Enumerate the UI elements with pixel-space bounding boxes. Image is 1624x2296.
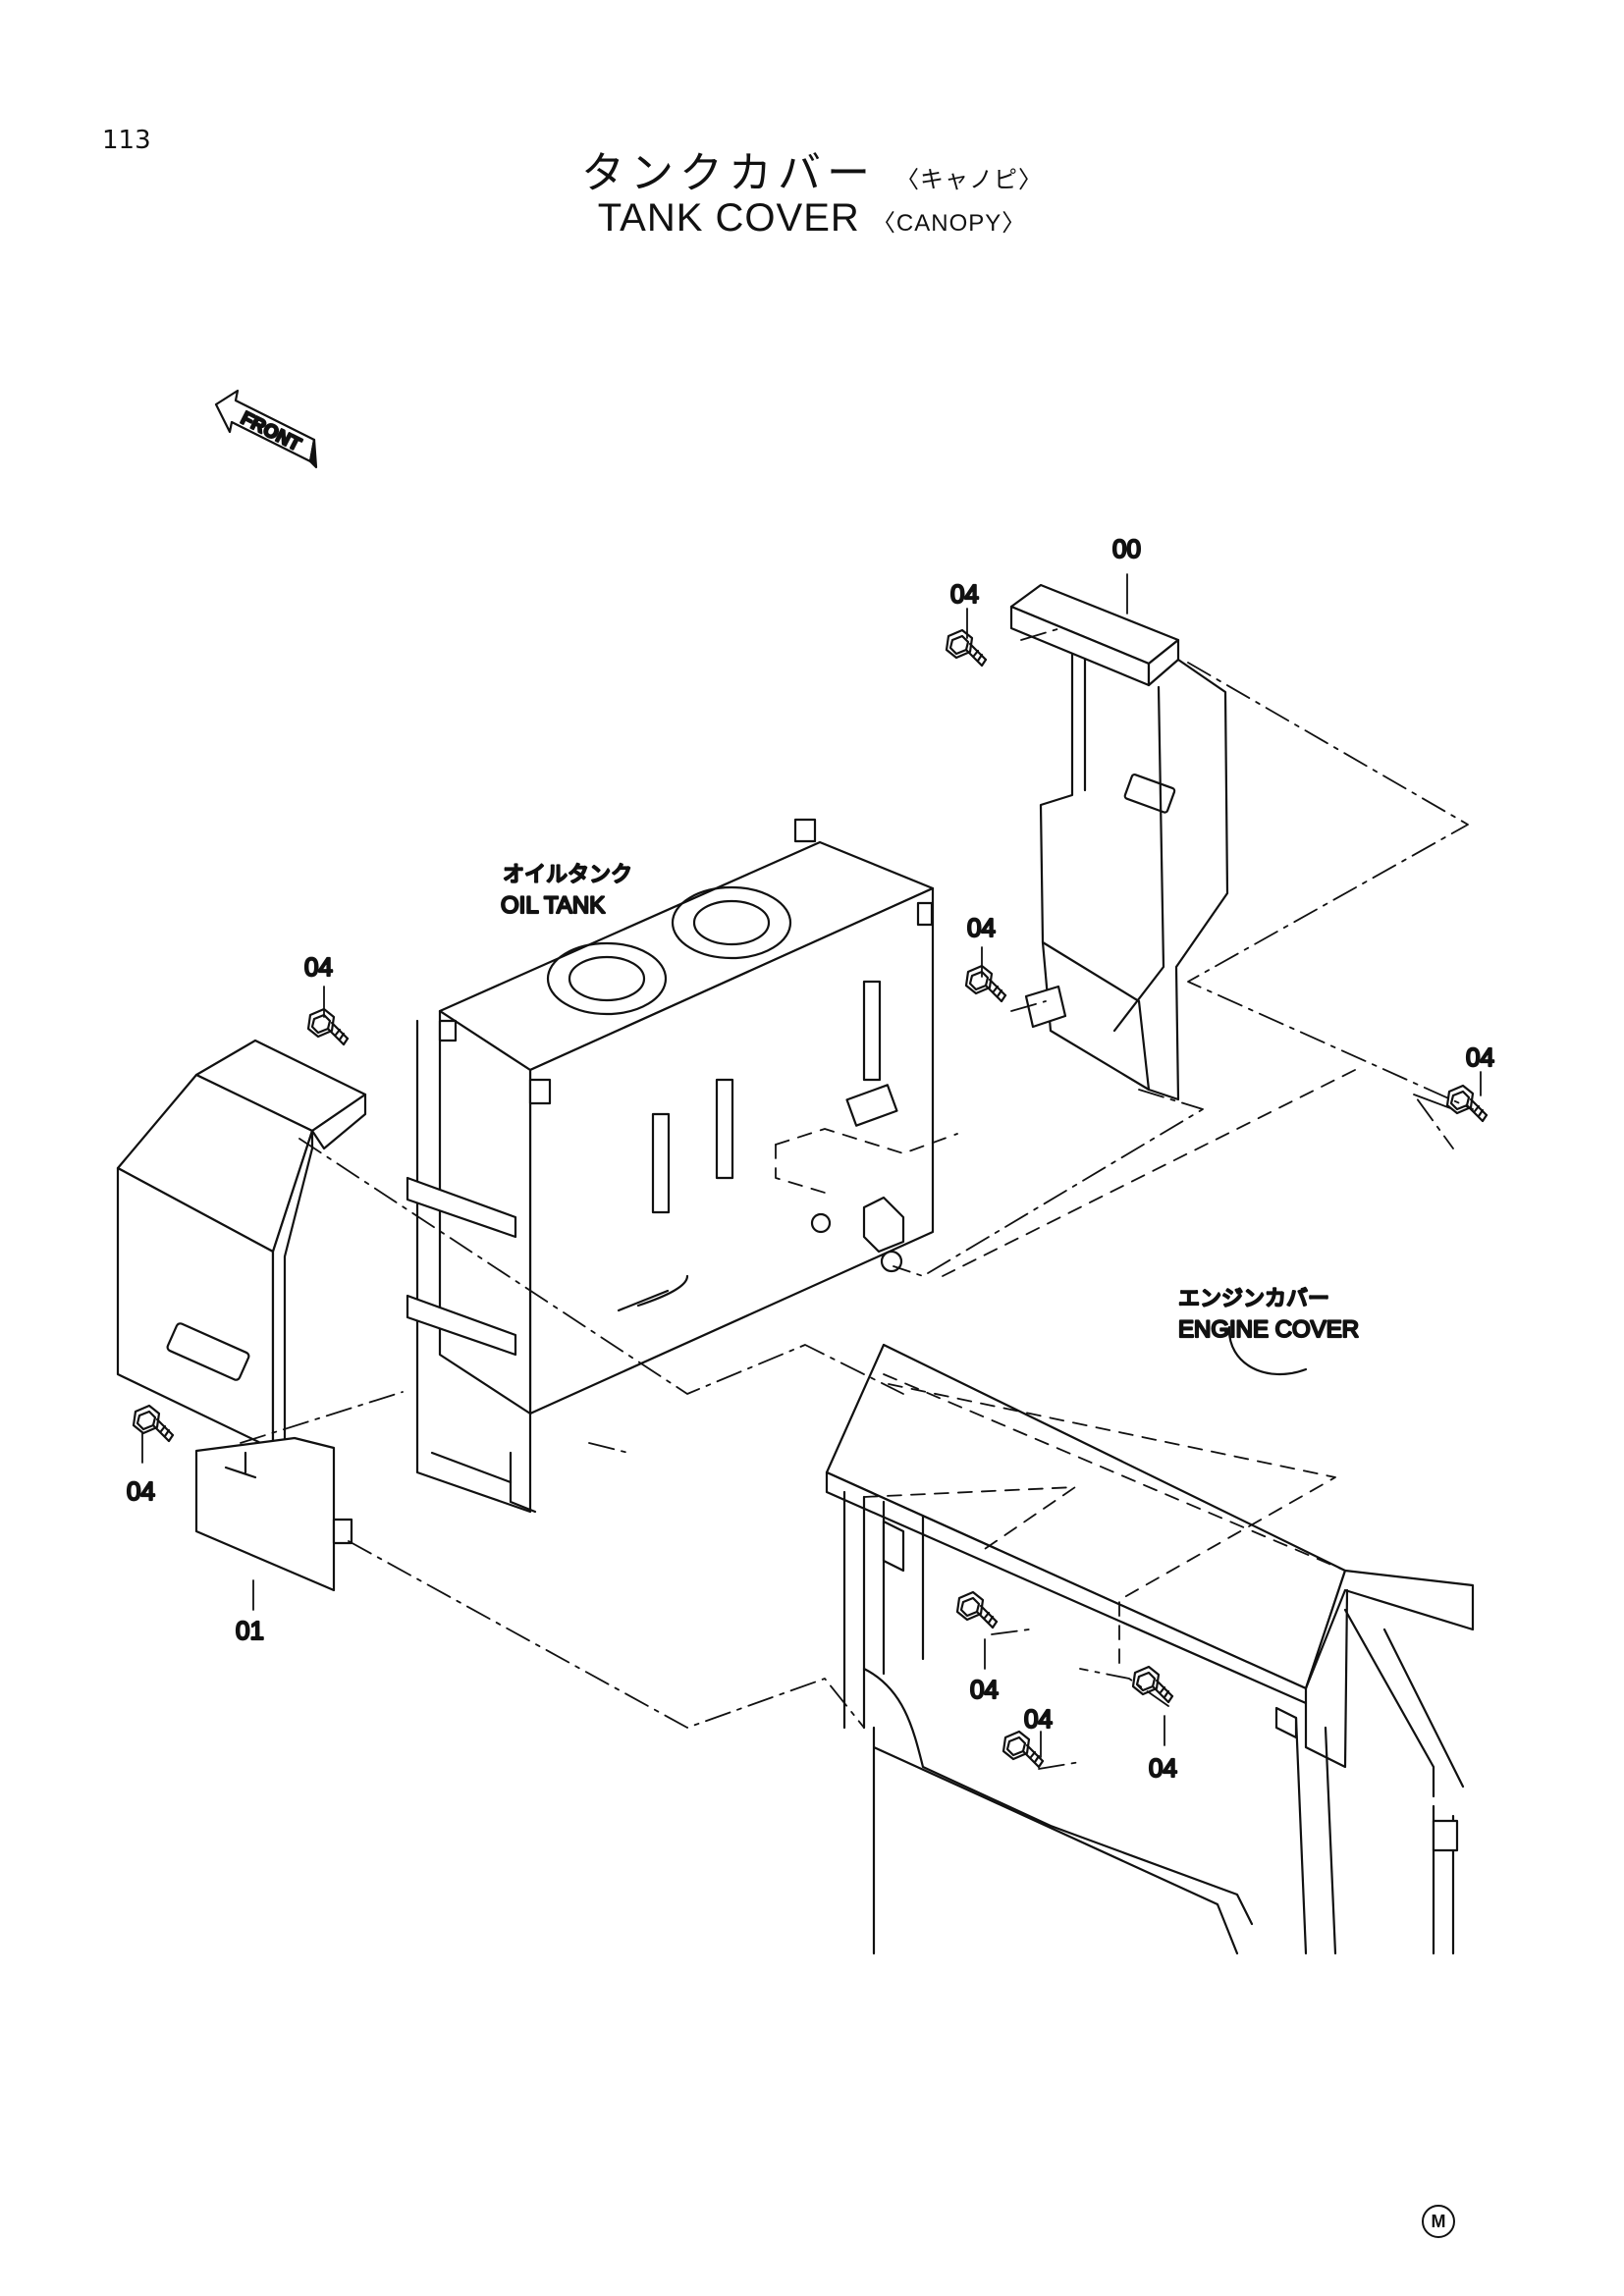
title-english: TANK COVER 〈CANOPY〉 [0, 196, 1624, 240]
oil-tank [406, 818, 935, 1514]
title-english-main: TANK COVER [597, 196, 860, 240]
part-label-04-d: 04 [1466, 1042, 1494, 1072]
oil-tank-label-en: OIL TANK [501, 892, 605, 919]
upper-cover-part-00 [1009, 583, 1229, 1101]
title-english-sub: 〈CANOPY〉 [871, 210, 1027, 237]
title-japanese: タンクカバー 〈キャノピ〉 [0, 137, 1624, 200]
engine-cover-label-jp: エンジンカバー [1178, 1287, 1329, 1311]
engine-cover-label-en: ENGINE COVER [1178, 1316, 1359, 1343]
corner-mark-icon: M [1422, 2205, 1455, 2238]
front-arrow-icon: FRONT [214, 389, 318, 469]
engine-cover [825, 1325, 1475, 1955]
dashed-lines [775, 1069, 1356, 1670]
tank-cover-part-01 [116, 1039, 367, 1592]
oil-tank-label-jp: オイルタンク [503, 863, 632, 887]
part-label-04-c: 04 [304, 952, 333, 982]
part-label-00: 00 [1112, 534, 1141, 563]
part-label-04-g: 04 [1024, 1704, 1053, 1734]
title-japanese-sub: 〈キャノピ〉 [895, 166, 1043, 193]
part-label-04-h: 04 [1149, 1753, 1177, 1783]
part-label-04-e: 04 [127, 1476, 155, 1506]
leader-lines [141, 573, 1482, 1758]
part-label-04-f: 04 [970, 1675, 999, 1704]
part-label-04-a: 04 [950, 579, 979, 609]
part-label-01: 01 [236, 1616, 264, 1645]
page-number: 113 [102, 126, 151, 155]
part-label-04-b: 04 [967, 913, 996, 942]
assembly-lines [240, 627, 1474, 1770]
front-arrow-label: FRONT [238, 408, 304, 456]
title-japanese-main: タンクカバー [581, 148, 876, 198]
